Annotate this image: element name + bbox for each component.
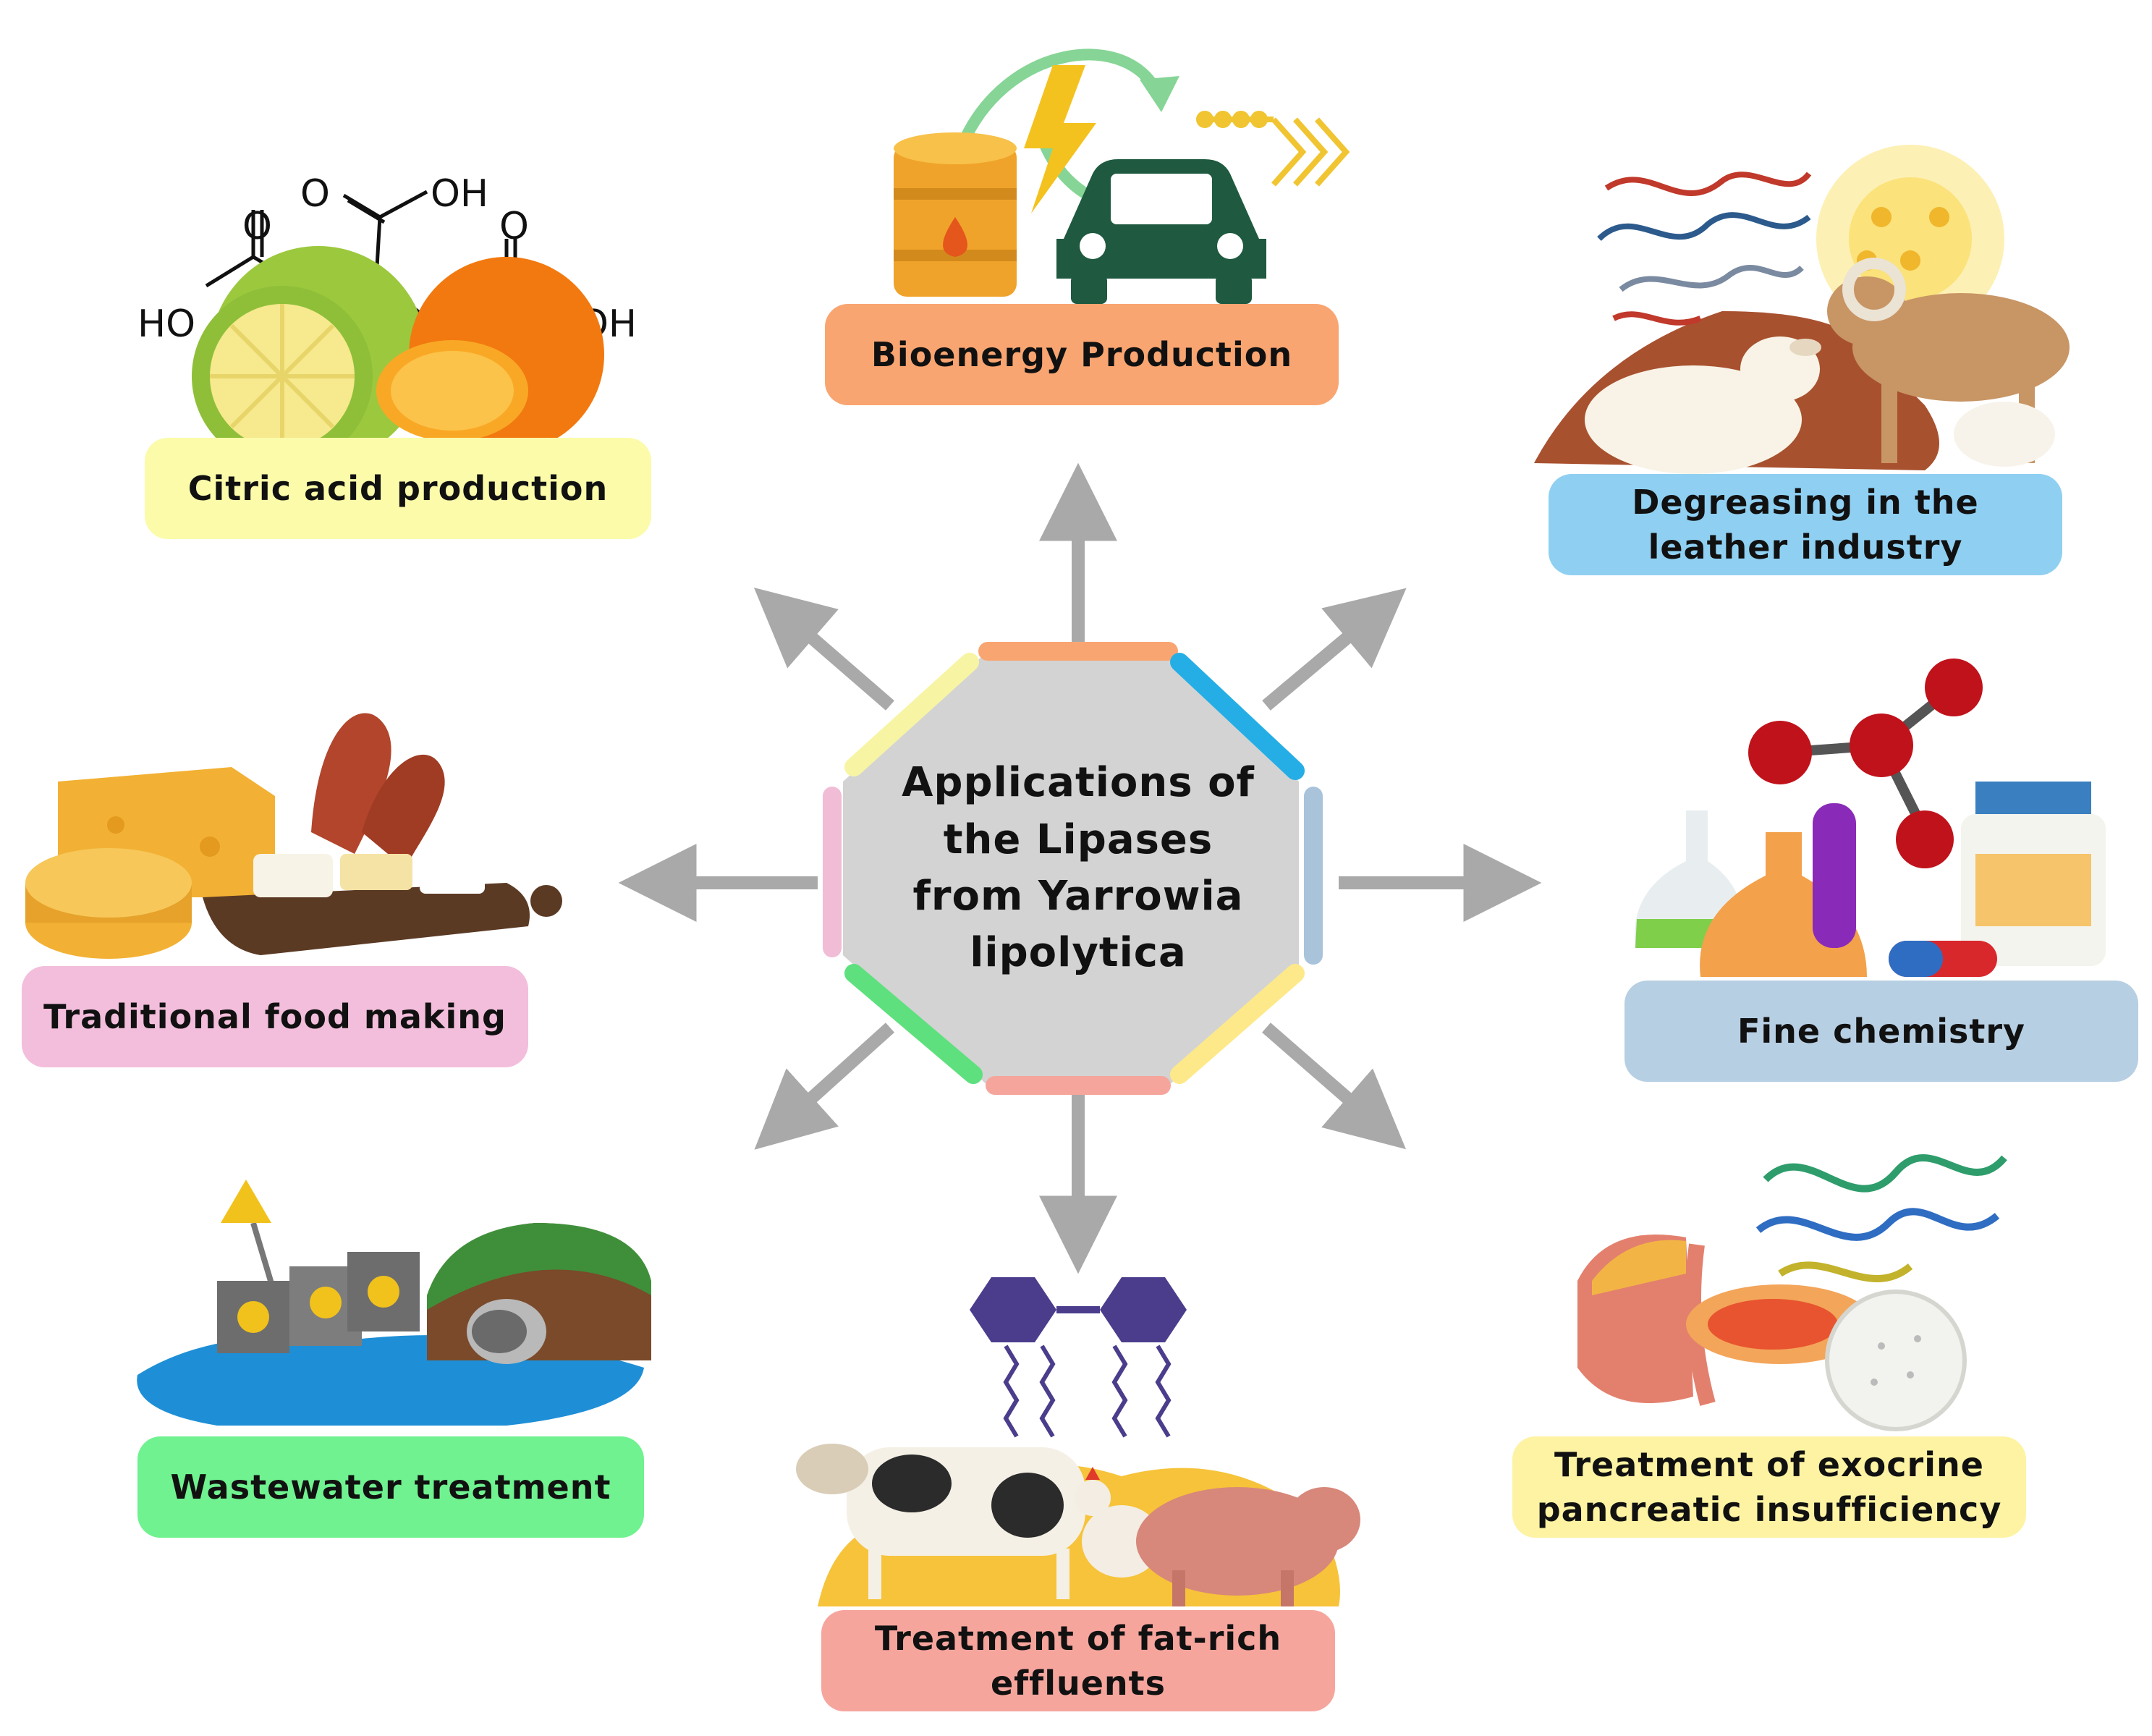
label-effluents: Treatment of fat-rich effluents xyxy=(821,1610,1335,1711)
cutting-board-icon xyxy=(203,854,562,955)
lime-icon xyxy=(192,246,427,467)
pancreatic-illustration xyxy=(1577,1154,2007,1431)
fine-chemistry-illustration xyxy=(1634,659,2106,977)
center-title-line-2: the Lipases xyxy=(943,816,1213,863)
solar-rays-icon xyxy=(1196,111,1350,187)
orange-icon xyxy=(376,257,604,452)
chem-label-oh-top: OH xyxy=(431,172,488,216)
label-pancreatic: Treatment of exocrine pancreatic insuffi… xyxy=(1512,1436,2026,1538)
chem-label-ho: HO xyxy=(137,302,195,346)
sheep-icon xyxy=(1585,336,1821,474)
center-title-line-1: Applications of xyxy=(902,759,1255,807)
lipid-molecule-icon xyxy=(970,1277,1187,1438)
label-leather: Degreasing in the leather industry xyxy=(1549,474,2062,575)
warning-sign-icon xyxy=(221,1180,278,1297)
pill-bottle-icon xyxy=(1961,782,2106,966)
capsule-icon xyxy=(1889,941,1997,977)
center-title-line-3: from Yarrowia xyxy=(912,873,1244,920)
leather-illustration xyxy=(1534,145,2070,474)
cheese-wheel-icon xyxy=(25,848,192,959)
lightning-icon xyxy=(1024,65,1096,213)
food-illustration xyxy=(25,713,562,959)
bioenergy-illustration xyxy=(894,48,1350,304)
chem-label-o-top: O xyxy=(300,172,330,216)
citric-acid-illustration: OH HO O O O OH xyxy=(137,172,637,467)
chicken-icon xyxy=(1075,1467,1161,1578)
effluents-illustration xyxy=(796,1277,1360,1606)
label-bioenergy: Bioenergy Production xyxy=(825,304,1339,405)
flask-icon xyxy=(1634,803,1867,977)
radioactive-barrel-icon xyxy=(217,1252,420,1353)
wastewater-illustration xyxy=(137,1180,651,1426)
protein-helix-icon xyxy=(1755,1154,2007,1283)
molecule-icon xyxy=(1748,659,1983,868)
label-food: Traditional food making xyxy=(22,966,528,1067)
arrow-down-right xyxy=(1262,1022,1407,1150)
label-citric: Citric acid production xyxy=(145,438,651,539)
arrows xyxy=(618,462,1542,1274)
car-icon xyxy=(1056,159,1266,304)
sewer-pipe-icon xyxy=(427,1223,651,1364)
arrow-up-left xyxy=(753,587,894,711)
arrow-down-left xyxy=(754,1022,895,1150)
petri-dish-icon xyxy=(1825,1290,1967,1431)
oil-barrel-icon xyxy=(894,132,1017,297)
ram-icon xyxy=(1827,258,2070,467)
label-wastewater: Wastewater treatment xyxy=(137,1436,644,1538)
label-fine-chemistry: Fine chemistry xyxy=(1624,981,2138,1082)
protein-structure-icon xyxy=(1597,172,1812,326)
center-octagon xyxy=(823,642,1323,1095)
chem-label-o-right: O xyxy=(499,205,529,248)
chem-label-o-left: O xyxy=(242,205,272,248)
arrow-up-right xyxy=(1262,588,1407,711)
center-title-line-4: lipolytica xyxy=(970,929,1187,977)
cow-icon xyxy=(796,1444,1085,1599)
center-title: Applications of the Lipases from Yarrowi… xyxy=(854,749,1302,988)
pig-icon xyxy=(1136,1487,1360,1606)
sausage-icon xyxy=(311,713,445,868)
